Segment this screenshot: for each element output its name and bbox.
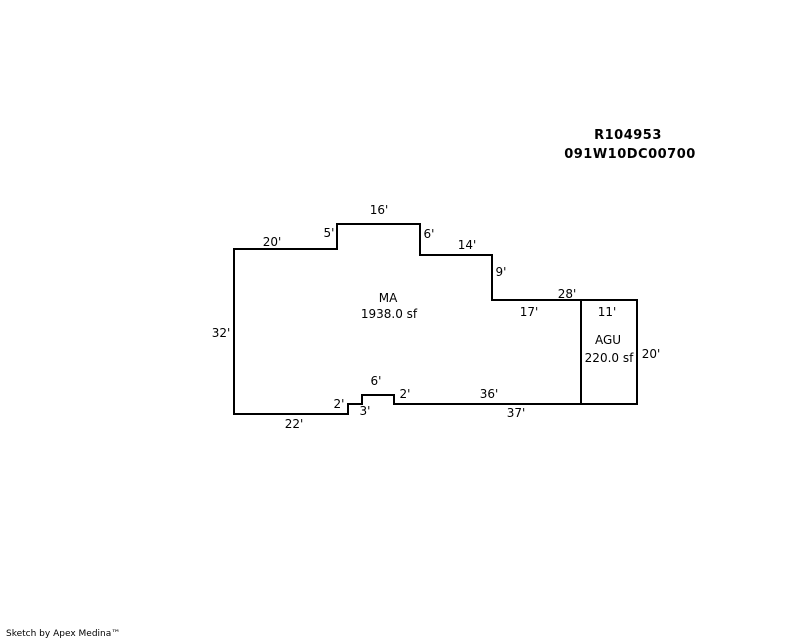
dim-bottom-mid: 36' [480, 387, 499, 401]
sketch-credit: Sketch by Apex Medina™ [6, 629, 120, 639]
parcel-id: R104953 [594, 128, 662, 143]
dim-step-up: 5' [324, 226, 335, 240]
dim-garage-width: 11' [598, 305, 617, 319]
dim-notch-top: 6' [371, 374, 382, 388]
map-number: 091W10DC00700 [564, 147, 696, 162]
dim-right-top: 28' [558, 287, 577, 301]
dim-garage-depth: 20' [642, 347, 661, 361]
dim-step-down-2: 9' [496, 265, 507, 279]
garage-code: AGU [595, 333, 621, 347]
main-area-code: MA [379, 291, 398, 305]
dim-notch-right: 2' [400, 387, 411, 401]
dim-notch-bottom: 3' [360, 404, 371, 418]
dim-mid-top: 14' [458, 238, 477, 252]
dim-left-side: 32' [212, 326, 231, 340]
garage-size: 220.0 sf [585, 351, 634, 365]
dim-bottom-left: 22' [285, 417, 304, 431]
dim-left-top: 20' [263, 235, 282, 249]
garage-outline [581, 299, 638, 405]
main-area-size: 1938.0 sf [361, 307, 418, 321]
dim-step-down-1: 6' [424, 227, 435, 241]
dim-notch-left: 2' [334, 397, 345, 411]
dim-inner-bottom: 17' [520, 305, 539, 319]
dim-bottom-right: 37' [507, 406, 526, 420]
dim-top: 16' [370, 203, 389, 217]
